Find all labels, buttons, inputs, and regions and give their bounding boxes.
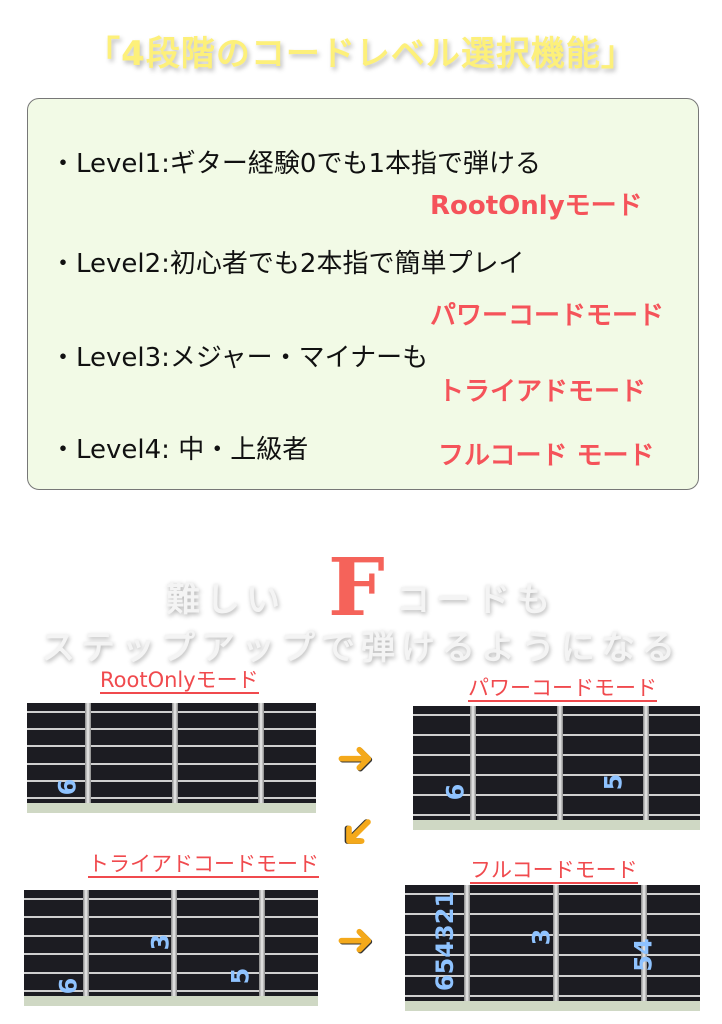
finger-number: 654321 bbox=[431, 890, 460, 992]
headline-part1: 難しい bbox=[166, 580, 286, 620]
finger-number: 5 bbox=[599, 773, 628, 791]
level-4-text: ・Level4: 中・上級者 bbox=[50, 435, 309, 465]
fret-wire bbox=[642, 706, 649, 820]
fret-wire bbox=[171, 890, 177, 996]
level-2-text: ・Level2:初心者でも2本指で簡単プレイ bbox=[50, 249, 525, 279]
finger-number: 3 bbox=[527, 928, 556, 946]
finger-number: 54 bbox=[629, 938, 658, 972]
fret-wire bbox=[552, 885, 559, 1001]
level-list-box: ・Level1:ギター経験0でも1本指で弾ける RootOnlyモード ・Lev… bbox=[27, 98, 699, 490]
fret-wire bbox=[464, 885, 470, 1001]
finger-number: 5 bbox=[226, 967, 255, 985]
fretboard-triad: 3 6 5 bbox=[24, 890, 318, 1006]
finger-number: 3 bbox=[146, 933, 175, 951]
fret-wire bbox=[171, 703, 178, 803]
caption-power: パワーコードモード bbox=[468, 676, 657, 702]
fret-wire bbox=[470, 706, 477, 820]
page-title: 「4段階のコードレベル選択機能」 bbox=[86, 34, 636, 74]
big-f-letter: F bbox=[328, 540, 385, 634]
fret-wire bbox=[259, 890, 266, 996]
level-1-text: ・Level1:ギター経験0でも1本指で弾ける bbox=[50, 149, 542, 179]
level-2-mode: パワーコードモード bbox=[430, 301, 665, 331]
level-3-mode: トライアドモード bbox=[438, 377, 647, 407]
finger-number: 6 bbox=[441, 783, 470, 801]
arrow-right-icon: ➜ bbox=[336, 730, 375, 784]
arrow-down-left-icon: ➜ bbox=[326, 800, 392, 866]
level-4-mode: フルコード モード bbox=[438, 441, 655, 471]
fretboard-power: 6 5 bbox=[413, 706, 700, 830]
caption-triad: トライアドコードモード bbox=[88, 852, 319, 878]
finger-number: 6 bbox=[54, 977, 83, 995]
fret-wire bbox=[82, 890, 89, 996]
level-1-mode: RootOnlyモード bbox=[430, 191, 643, 221]
fretboard-full: 654321 3 54 bbox=[405, 885, 700, 1011]
caption-full: フルコードモード bbox=[470, 858, 638, 884]
fret-wire bbox=[258, 703, 265, 803]
caption-rootonly: RootOnlyモード bbox=[100, 668, 259, 694]
headline-line2: ステップアップで弾けるようになる bbox=[41, 628, 681, 668]
headline-line1: 難しい コードも bbox=[0, 572, 722, 621]
headline-part2: コードも bbox=[396, 580, 556, 620]
fretboard-rootonly: 6 bbox=[27, 703, 316, 813]
fret-wire bbox=[84, 703, 91, 803]
finger-number: 6 bbox=[53, 778, 82, 796]
fret-wire bbox=[641, 885, 647, 1001]
arrow-right-icon: ➜ bbox=[336, 912, 375, 966]
level-3-text: ・Level3:メジャー・マイナーも bbox=[50, 343, 429, 373]
fret-wire bbox=[556, 706, 563, 820]
